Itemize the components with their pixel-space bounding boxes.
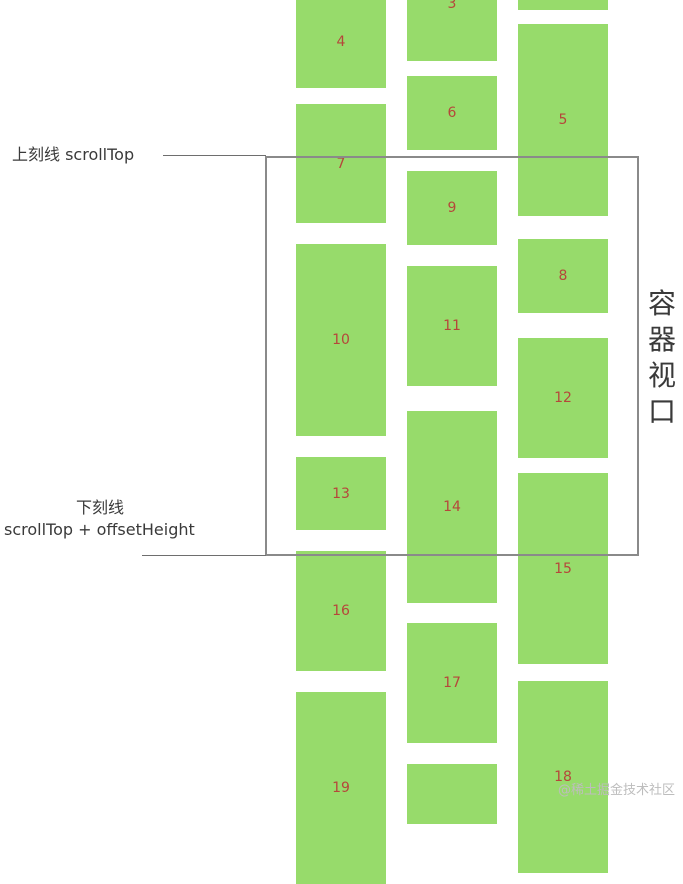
tile-label: 4 — [336, 34, 346, 50]
tile-label: 16 — [332, 603, 350, 619]
tile-label: 11 — [443, 318, 461, 334]
tile-label: 9 — [447, 200, 457, 216]
top-guide-line — [163, 155, 266, 156]
viewport-label: 容器视口 — [647, 287, 676, 428]
bottom-guide-line — [142, 555, 266, 556]
tile-12: 12 — [518, 338, 608, 458]
tile-15: 15 — [518, 473, 608, 664]
tile-label: 19 — [332, 780, 350, 796]
tile-16: 16 — [296, 551, 386, 671]
tile-label: 15 — [554, 560, 572, 577]
tile-14: 14 — [407, 411, 497, 603]
tile-11: 11 — [407, 266, 497, 386]
tile-9: 9 — [407, 171, 497, 245]
tile-5: 5 — [518, 24, 608, 216]
tile-7: 7 — [296, 104, 386, 223]
watermark: @稀土掘金技术社区 — [557, 783, 675, 798]
tile-blank — [407, 764, 497, 824]
bottom-line-formula: scrollTop + offsetHeight — [4, 520, 195, 539]
tile-17: 17 — [407, 623, 497, 743]
tile-label: 5 — [558, 112, 568, 128]
tile-label: 13 — [332, 485, 350, 502]
tile-13: 13 — [296, 457, 386, 530]
tile-19: 19 — [296, 692, 386, 884]
tile-10: 10 — [296, 244, 386, 436]
tile-label: 12 — [554, 390, 572, 406]
tile-label: 14 — [443, 499, 461, 515]
tile-8: 8 — [518, 239, 608, 313]
tile-label: 6 — [447, 105, 457, 121]
tile-top-fragment — [518, 0, 608, 10]
bottom-line-title: 下刻线 — [76, 498, 125, 517]
tile-3: 3 — [407, 0, 497, 61]
top-line-label: 上刻线 scrollTop — [12, 145, 135, 164]
tile-18: 18 — [518, 681, 608, 873]
tile-label: 8 — [558, 268, 568, 284]
tile-4: 4 — [296, 0, 386, 88]
container-viewport-frame — [265, 156, 639, 556]
tile-label: 18 — [554, 769, 572, 785]
tile-label: 7 — [336, 155, 346, 172]
tile-label: 17 — [443, 675, 461, 691]
tile-label: 3 — [447, 0, 457, 12]
tile-label: 10 — [332, 332, 350, 348]
waterfall-diagram: 4 7 10 13 16 19 3 6 9 11 14 17 5 8 12 15… — [4, 0, 676, 884]
tile-6: 6 — [407, 76, 497, 150]
